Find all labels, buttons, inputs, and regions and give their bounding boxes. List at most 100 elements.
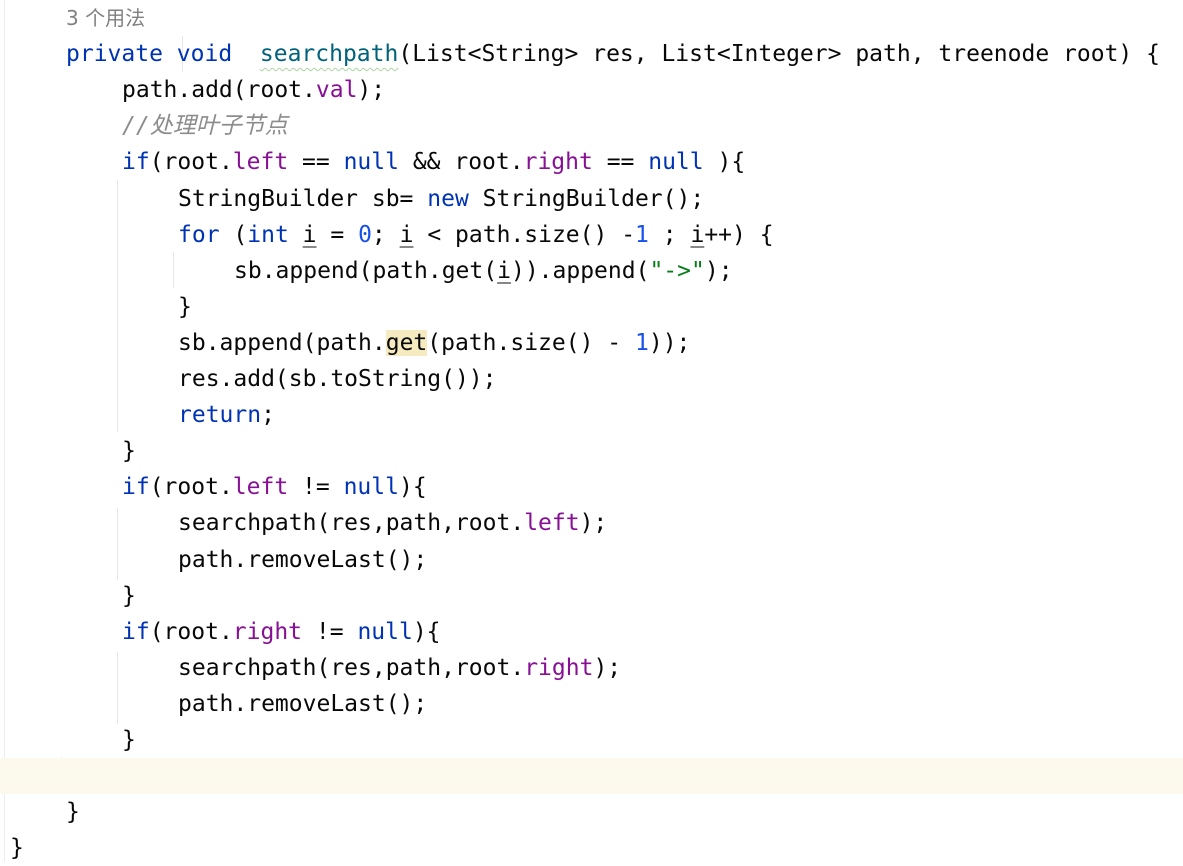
variable: i (302, 221, 317, 248)
code-line[interactable]: path.removeLast(); (10, 686, 427, 722)
code-line[interactable]: searchpath(res,path,root.left); (10, 505, 607, 541)
field: right (523, 149, 593, 176)
code-line[interactable]: } (10, 722, 136, 758)
indent-guide (182, 36, 183, 72)
code-text: ; (371, 221, 400, 248)
number: 0 (358, 221, 372, 248)
code-text: ); (579, 510, 608, 537)
keyword: null (357, 618, 413, 645)
code-text: (List<String> res, List<Integer> path, t… (398, 41, 1160, 68)
keyword: null (343, 474, 399, 501)
code-text: ( (219, 221, 248, 248)
code-text: } (10, 835, 24, 862)
code-text: (root. (149, 618, 233, 645)
code-text: ); (357, 77, 386, 104)
method-name: searchpath (259, 41, 399, 68)
gutter-divider (4, 0, 5, 862)
variable: i (497, 257, 511, 284)
code-line[interactable]: if(root.right != null){ (10, 614, 441, 650)
field: left (232, 149, 289, 176)
code-text (232, 41, 260, 67)
code-line[interactable]: } (10, 578, 136, 614)
code-line[interactable]: path.removeLast(); (10, 542, 427, 578)
code-text: ){ (398, 474, 427, 501)
code-text (289, 222, 303, 248)
code-text: == (592, 149, 649, 176)
code-text: StringBuilder(); (468, 185, 705, 212)
field: right (232, 618, 303, 645)
code-line[interactable]: for (int i = 0; i < path.size() -1 ; i++… (10, 217, 774, 253)
code-text: )); (648, 329, 691, 356)
code-text: != (302, 618, 358, 645)
code-text: ; (648, 221, 691, 248)
code-text: searchpath(res,path,root. (178, 654, 525, 681)
keyword: new (427, 185, 469, 212)
code-text: } (178, 293, 192, 320)
code-text: ){ (412, 618, 441, 645)
code-text: path.removeLast(); (178, 690, 428, 717)
field: left (232, 474, 289, 501)
variable: i (690, 221, 705, 248)
code-text: sb.append(path. (178, 329, 386, 356)
code-text: ++) { (704, 221, 774, 248)
code-text: } (122, 582, 136, 609)
code-text: )).append( (510, 257, 650, 284)
indent-guide (117, 508, 118, 580)
code-text: = (316, 221, 359, 248)
code-line[interactable]: sb.append(path.get(i)).append("->"); (10, 253, 733, 289)
comment: //处理叶子节点 (122, 113, 288, 140)
keyword: null (343, 149, 399, 176)
code-line[interactable]: 3 个用法 (10, 0, 145, 36)
code-line[interactable]: if(root.left == null && root.right == nu… (10, 144, 745, 180)
code-line[interactable]: StringBuilder sb= new StringBuilder(); (10, 181, 704, 217)
code-text: ); (593, 654, 622, 681)
code-line[interactable]: if(root.left != null){ (10, 469, 427, 505)
code-text: ){ (703, 149, 746, 176)
code-text: ; (261, 402, 275, 429)
code-text: != (288, 474, 344, 501)
number: 1 (635, 221, 649, 248)
code-text: (root. (149, 474, 233, 501)
usage-hint[interactable]: 3 个用法 (66, 6, 146, 30)
code-text: sb.append(path.get( (234, 257, 498, 284)
code-text: } (122, 438, 136, 465)
code-line[interactable]: } (10, 794, 80, 830)
code-text: == (288, 149, 344, 176)
field: val (315, 77, 358, 104)
indent-guide (117, 180, 118, 432)
keyword: if (122, 474, 150, 501)
code-text: } (66, 799, 80, 826)
highlighted-usage: get (385, 329, 428, 356)
code-text: && root. (398, 149, 524, 176)
code-line[interactable]: res.add(sb.toString()); (10, 361, 497, 397)
keyword: for (178, 221, 220, 248)
code-line[interactable]: path.add(root.val); (10, 72, 385, 108)
code-line[interactable]: sb.append(path.get(path.size() - 1)); (10, 325, 690, 361)
keyword: if (122, 149, 150, 176)
code-line[interactable]: } (10, 289, 192, 325)
code-text: ); (704, 257, 733, 284)
current-line[interactable] (0, 758, 1183, 795)
string-literal: "->" (649, 257, 705, 284)
code-text: StringBuilder sb= (178, 185, 428, 212)
keyword: private void (66, 41, 233, 68)
code-text: < path.size() - (413, 221, 636, 248)
number: 1 (634, 329, 649, 356)
code-line[interactable]: } (10, 830, 24, 866)
code-text: searchpath(res,path,root. (178, 510, 525, 537)
code-line[interactable]: private void searchpath(List<String> res… (10, 36, 1160, 72)
field: right (524, 654, 594, 681)
code-line[interactable]: searchpath(res,path,root.right); (10, 650, 621, 686)
keyword: int (247, 221, 289, 248)
code-line[interactable]: } (10, 433, 136, 469)
keyword: return (178, 402, 262, 429)
indent-guide (117, 652, 118, 724)
code-line[interactable]: return; (10, 397, 275, 433)
code-text: path.add(root. (122, 77, 316, 104)
code-text: } (122, 727, 136, 753)
code-text: (path.size() - (427, 329, 635, 356)
indent-guide (173, 252, 174, 288)
keyword: if (122, 618, 150, 645)
code-line[interactable]: //处理叶子节点 (10, 108, 288, 144)
